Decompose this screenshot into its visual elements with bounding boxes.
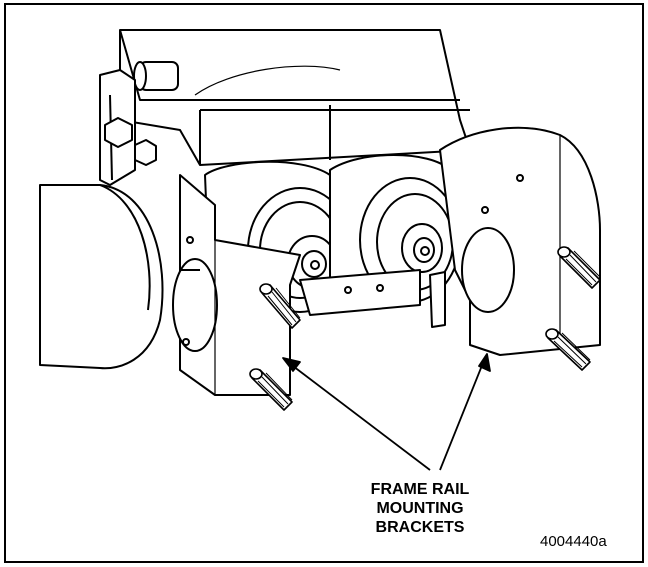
stud-left-upper xyxy=(259,283,301,329)
top-housing xyxy=(119,29,471,166)
right-cylinder xyxy=(329,154,461,303)
center-block xyxy=(299,269,446,328)
right-mounting-bracket xyxy=(439,126,601,356)
back-plate xyxy=(99,69,157,186)
callout-line-2: MOUNTING xyxy=(376,500,464,517)
figure-number: 4004440a xyxy=(540,533,607,550)
arrowhead-left xyxy=(282,357,301,372)
arrowhead-right xyxy=(478,353,491,372)
leader-left xyxy=(284,359,431,471)
callout-label: FRAME RAIL MOUNTING BRACKETS xyxy=(345,480,495,537)
stud-right-upper xyxy=(557,246,601,289)
left-mounting-bracket xyxy=(172,174,301,396)
left-tube xyxy=(39,184,164,370)
leader-right xyxy=(439,357,486,471)
stud-bolts xyxy=(249,246,601,411)
stud-left-lower xyxy=(249,368,293,411)
callout-line-3: BRACKETS xyxy=(375,519,465,536)
callout-line-1: FRAME RAIL xyxy=(370,481,470,498)
stud-right-lower xyxy=(545,328,591,371)
callout-leaders xyxy=(282,353,491,471)
